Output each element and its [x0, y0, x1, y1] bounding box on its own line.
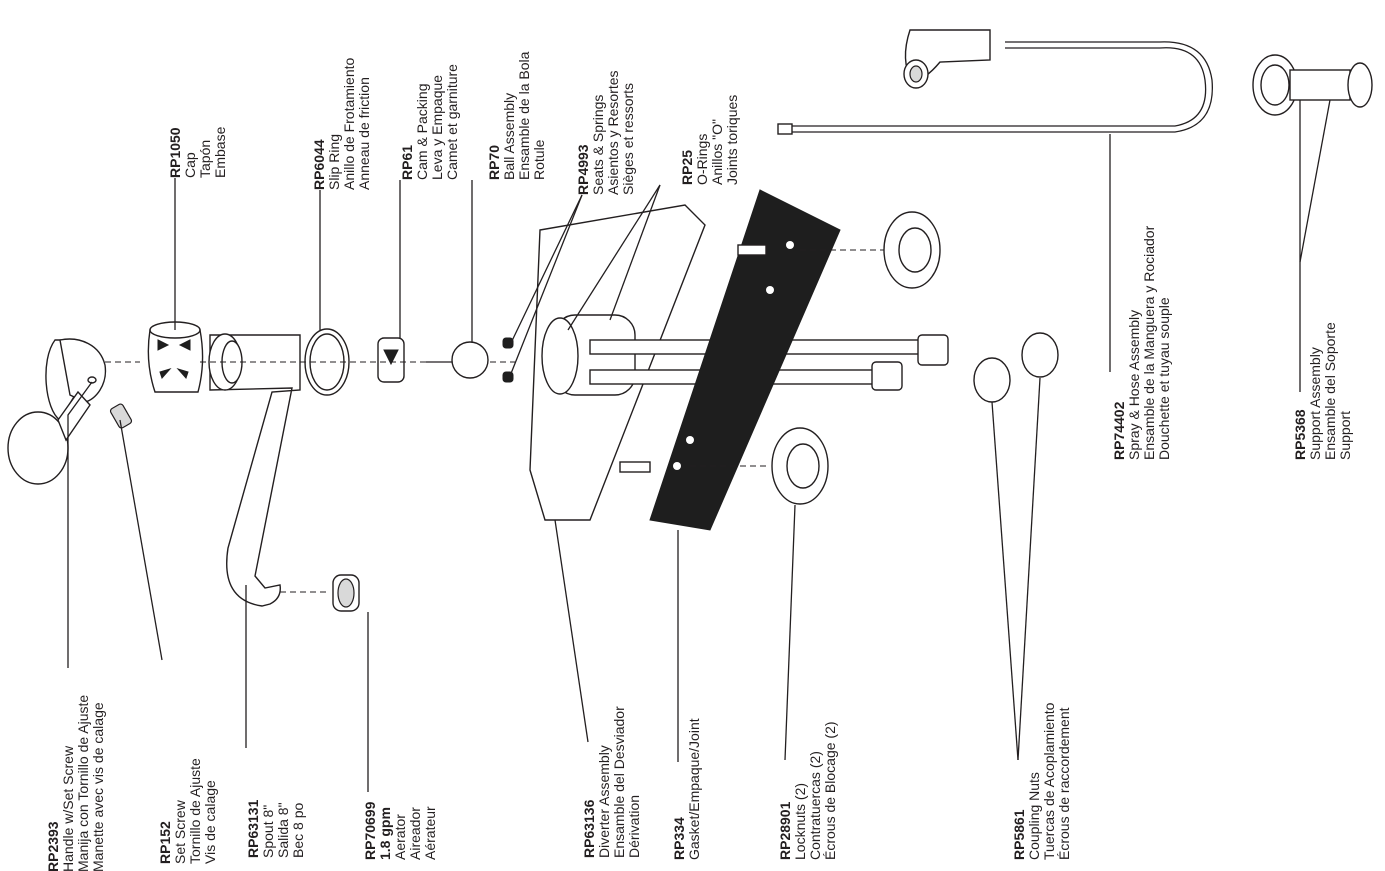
part-desc-en: Gasket/Empaque/Joint: [686, 718, 702, 860]
part-desc-en: Set Screw: [172, 800, 188, 864]
part-code: RP4993: [575, 144, 591, 195]
part-desc-fr: Écrous de Blocage (2): [822, 721, 838, 860]
spray-hose-part: [777, 29, 1213, 135]
support-part: [1252, 54, 1373, 116]
part-desc-en: Support Assembly: [1307, 347, 1323, 460]
part-desc-fr: Support: [1337, 410, 1353, 460]
part-desc-en: Locknuts (2): [792, 782, 808, 860]
part-desc-fr: Vis de calage: [202, 780, 218, 864]
part-desc-es: Tapón: [197, 139, 213, 178]
mounting-studs: [619, 244, 890, 473]
part-code: RP6044: [311, 139, 327, 190]
ball-part: [426, 341, 489, 379]
part-flow-rate: 1.8 gpm: [377, 807, 393, 860]
part-code: RP25: [679, 149, 695, 185]
handle-part: [7, 338, 140, 485]
label-rp334: RP334 Gasket/Empaque/Joint: [671, 718, 702, 860]
part-desc-en: Diverter Assembly: [596, 745, 612, 858]
part-desc-en: O-Rings: [694, 133, 710, 185]
part-desc-es: Anillos "O": [709, 119, 725, 185]
part-desc-es: Asientos y Resortes: [605, 70, 621, 196]
part-desc-es: Manija con Tornillo de Ajuste: [75, 694, 91, 871]
seats-springs-part: [502, 337, 514, 383]
label-rp63131: RP63131 Spout 8" Salida 8" Bec 8 po: [245, 799, 306, 858]
part-desc-es: Aireador: [407, 807, 423, 860]
label-rp2393: RP2393 Handle w/Set Screw Manija con Tor…: [45, 694, 106, 871]
cam-part: [200, 337, 520, 383]
part-code: RP63131: [245, 799, 261, 858]
part-desc-es: Leva y Empaque: [429, 74, 445, 180]
part-desc-fr: Sièges et ressorts: [620, 82, 636, 195]
label-rp28901: RP28901 Locknuts (2) Contratuercas (2) É…: [777, 721, 838, 860]
label-rp5368: RP5368 Support Assembly Ensamble del Sop…: [1292, 322, 1353, 460]
part-desc-fr: Dérivation: [626, 794, 642, 858]
label-rp70: RP70 Ball Assembly Ensamble de la Bola R…: [486, 51, 547, 180]
supply-tubes: [871, 334, 949, 391]
aerator-part: [332, 574, 360, 612]
part-desc-es: Ensamble de la Bola: [516, 51, 532, 180]
part-desc-es: Salida 8": [275, 802, 291, 858]
gasket-part: [649, 189, 841, 531]
label-rp5861: RP5861 Coupling Nuts Tuercas de Acoplami…: [1011, 702, 1072, 860]
part-code: RP334: [671, 817, 687, 860]
label-rp1050: RP1050 Cap Tapón Embase: [167, 126, 228, 178]
part-code: RP70: [486, 144, 502, 180]
part-desc-es: Tornillo de Ajuste: [187, 758, 203, 864]
part-desc-es: Ensamble de la Manguera y Rociador: [1141, 225, 1157, 460]
part-desc-en: Ball Assembly: [501, 92, 517, 180]
label-rp4993: RP4993 Seats & Springs Asientos y Resort…: [575, 70, 636, 196]
label-rp70699: RP70699 1.8 gpm Aerator Aireador Aérateu…: [362, 801, 438, 860]
part-code: RP2393: [45, 821, 61, 871]
part-code: RP28901: [777, 801, 793, 860]
slip-ring-part: [304, 328, 350, 396]
part-desc-en: Aerator: [392, 814, 408, 860]
leader-lines: [67, 99, 1331, 792]
part-code: RP70699: [362, 801, 378, 860]
part-desc-fr: Bec 8 po: [290, 802, 306, 858]
part-desc-fr: Aérateur: [422, 806, 438, 860]
part-desc-fr: Rotule: [531, 139, 547, 180]
part-desc-en: Cam & Packing: [414, 83, 430, 180]
cap-part: [147, 321, 204, 393]
label-rp6044: RP6044 Slip Ring Anillo de Frotamiento A…: [311, 57, 372, 190]
locknut-bottom-part: [771, 427, 829, 505]
part-desc-es: Anillo de Frotamiento: [341, 57, 357, 190]
label-rp61: RP61 Cam & Packing Leva y Empaque Camet …: [399, 64, 460, 180]
part-desc-fr: Anneau de friction: [356, 77, 372, 190]
part-desc-fr: Douchette et tuyau souple: [1156, 297, 1172, 460]
part-desc-en: Spout 8": [260, 804, 276, 858]
part-desc-en: Cap: [182, 152, 198, 178]
part-code: RP152: [157, 821, 173, 864]
part-code: RP5861: [1011, 809, 1027, 860]
part-code: RP63136: [581, 799, 597, 858]
part-code: RP1050: [167, 127, 183, 178]
label-rp25: RP25 O-Rings Anillos "O" Joints toriques: [679, 94, 740, 185]
part-code: RP61: [399, 144, 415, 180]
part-code: RP5368: [1292, 409, 1308, 460]
part-desc-fr: Camet et garniture: [444, 64, 460, 180]
part-desc-en: Spray & Hose Assembly: [1126, 309, 1142, 460]
locknut-top-part: [883, 211, 941, 289]
set-screw-part: [109, 403, 133, 429]
part-desc-en: Slip Ring: [326, 133, 342, 190]
label-rp152: RP152 Set Screw Tornillo de Ajuste Vis d…: [157, 758, 218, 864]
coupling-nuts-part: [973, 332, 1059, 403]
part-code: RP74402: [1111, 401, 1127, 460]
label-rp63136: RP63136 Diverter Assembly Ensamble del D…: [581, 706, 642, 858]
part-desc-es: Ensamble del Soporte: [1322, 322, 1338, 460]
part-desc-fr: Embase: [212, 126, 228, 178]
part-desc-fr: Écrous de raccordement: [1056, 707, 1072, 860]
part-desc-es: Ensamble del Desviador: [611, 706, 627, 858]
part-desc-en: Coupling Nuts: [1026, 772, 1042, 860]
part-desc-es: Contratuercas (2): [807, 751, 823, 860]
label-rp74402: RP74402 Spray & Hose Assembly Ensamble d…: [1111, 225, 1172, 460]
part-desc-fr: Manette avec vis de calage: [90, 702, 106, 871]
part-desc-en: Seats & Springs: [590, 94, 606, 195]
part-desc-es: Tuercas de Acoplamiento: [1041, 702, 1057, 860]
part-desc-en: Handle w/Set Screw: [60, 745, 76, 871]
part-desc-fr: Joints toriques: [724, 94, 740, 185]
